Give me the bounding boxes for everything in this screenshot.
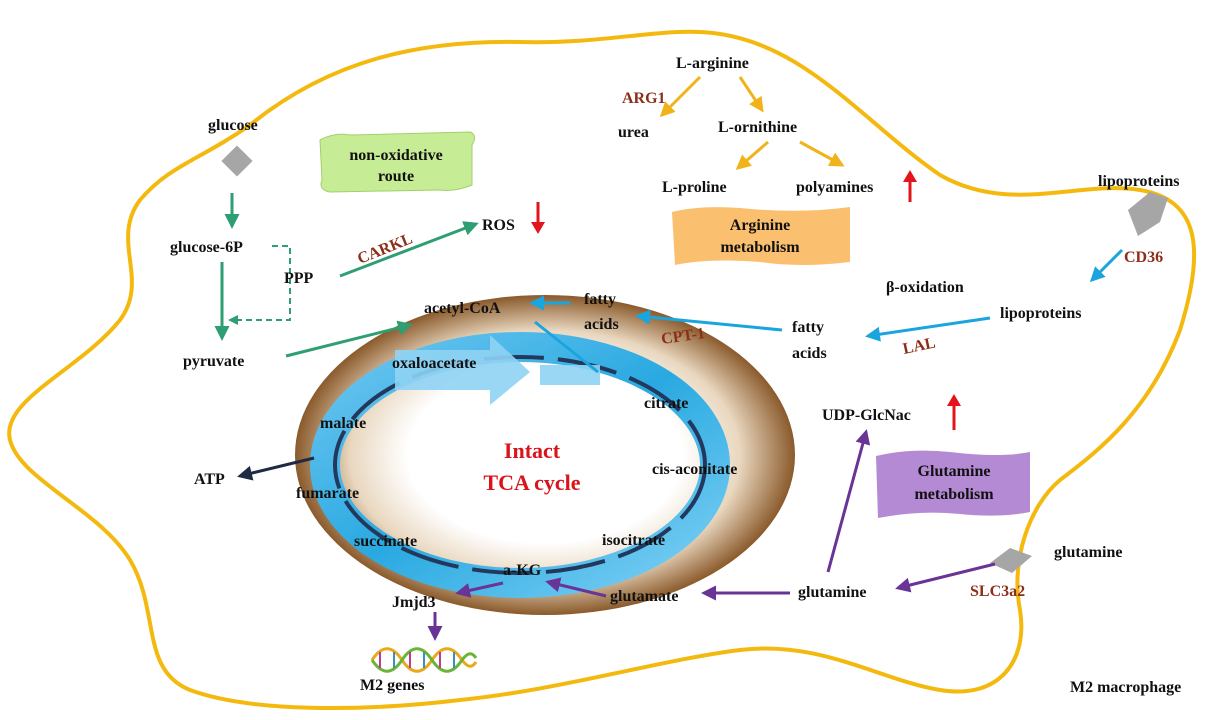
arrow-tca-atp (237, 456, 315, 481)
label-ros: ROS (482, 217, 515, 234)
ros-down-arrow (531, 202, 545, 234)
label-pyruvate: pyruvate (183, 353, 244, 370)
arrow-cd36-lipoproteins (1089, 248, 1124, 283)
label-fattyacids-1-line2: acids (584, 316, 619, 333)
label-cpt1: CPT-1 (660, 325, 706, 348)
cell-label: M2 macrophage (1070, 679, 1181, 696)
tca-block-arrow (395, 335, 530, 405)
label-lipoproteins-outer: lipoproteins (1098, 173, 1180, 190)
arrow-lipoproteins-fattyacids (865, 316, 991, 342)
arrow-akg-jmjd3 (455, 581, 504, 598)
arrow-pyruvate-acetylcoa (285, 320, 413, 358)
label-m2-genes: M2 genes (360, 677, 424, 694)
arrow-ornithine-polyamines (799, 140, 845, 167)
arginine-box-line1: Arginine (730, 217, 790, 234)
label-fattyacids-2-line2: acids (792, 345, 827, 362)
label-ppp: PPP (284, 270, 314, 287)
tca-block-arrow-tail (540, 365, 600, 385)
label-succinate: succinate (354, 533, 417, 550)
label-arg1: ARG1 (622, 90, 666, 107)
label-slc3a2: SLC3a2 (970, 583, 1025, 600)
arginine-box-line2: metabolism (720, 239, 800, 256)
label-glutamine-outer: glutamine (1054, 544, 1122, 561)
label-jmjd3: Jmjd3 (392, 594, 436, 611)
glutamine-box-line2: metabolism (914, 486, 994, 503)
arrow-glutamine-udpglcnac (826, 429, 871, 573)
label-isocitrate: isocitrate (602, 532, 665, 549)
arrow-arginine-urea (659, 75, 702, 118)
tca-blue-ring (310, 332, 730, 598)
nonox-box-line2: route (378, 168, 414, 185)
label-cd36: CD36 (1124, 249, 1163, 266)
tca-title-line1: Intact (504, 438, 561, 463)
label-acetylcoa: acetyl-CoA (424, 300, 501, 317)
tca-cycle-path (333, 355, 707, 575)
label-malate: malate (320, 415, 366, 432)
arrow-slc3a2-glutamine (895, 562, 996, 593)
label-l-ornithine: L-ornithine (718, 119, 797, 136)
label-glucose6p: glucose-6P (170, 239, 243, 256)
label-cis-aconitate: cis-aconitate (652, 461, 737, 478)
slc3a2-transporter (990, 548, 1032, 573)
dna-icon (370, 647, 478, 673)
glutamine-box (876, 450, 1030, 518)
label-akg: a-KG (503, 562, 542, 579)
glutamine-box-line1: Glutamine (918, 463, 991, 480)
label-lal: LAL (901, 334, 937, 357)
arrow-arginine-ornithine (738, 76, 764, 113)
label-udp-glcnac: UDP-GlcNac (822, 407, 911, 424)
label-polyamines: polyamines (796, 179, 873, 196)
cell-membrane (7, 29, 1197, 711)
label-lipoproteins-inner: lipoproteins (1000, 305, 1082, 322)
label-citrate: citrate (644, 395, 688, 412)
nonox-box (319, 131, 476, 193)
label-glutamine-inner: glutamine (798, 584, 866, 601)
nonox-box-line1: non-oxidative (349, 147, 442, 164)
label-fattyacids-1-line1: fatty (584, 291, 616, 308)
arrow-ppp-ros (339, 221, 479, 278)
label-fumarate: fumarate (296, 485, 359, 502)
arrow-ornithine-proline (735, 140, 769, 170)
cd36-transporter (1128, 192, 1168, 236)
arrow-glutamate-akg (545, 577, 607, 598)
label-oxaloacetate: oxaloacetate (392, 355, 476, 372)
arrow-acetylcoa-citrate (534, 320, 599, 374)
label-beta-oxidation: β-oxidation (886, 279, 964, 296)
label-glutamate: glutamate (610, 588, 678, 605)
label-fattyacids-2-line1: fatty (792, 319, 824, 336)
polyamines-up-arrow (903, 170, 917, 202)
arrow-fattyacids-fattyacids (635, 309, 783, 332)
label-carkl: CARKL (355, 230, 415, 267)
label-atp: ATP (194, 471, 225, 488)
label-glucose: glucose (208, 117, 258, 134)
label-urea: urea (618, 124, 649, 141)
arginine-box (672, 207, 850, 265)
glucose-transporter (221, 145, 253, 177)
arrow-ppp-dashed (228, 245, 291, 325)
udpglcnac-up-arrow (947, 394, 961, 430)
tca-title-line2: TCA cycle (483, 470, 580, 495)
label-l-arginine: L-arginine (676, 55, 749, 72)
label-l-proline: L-proline (662, 179, 727, 196)
